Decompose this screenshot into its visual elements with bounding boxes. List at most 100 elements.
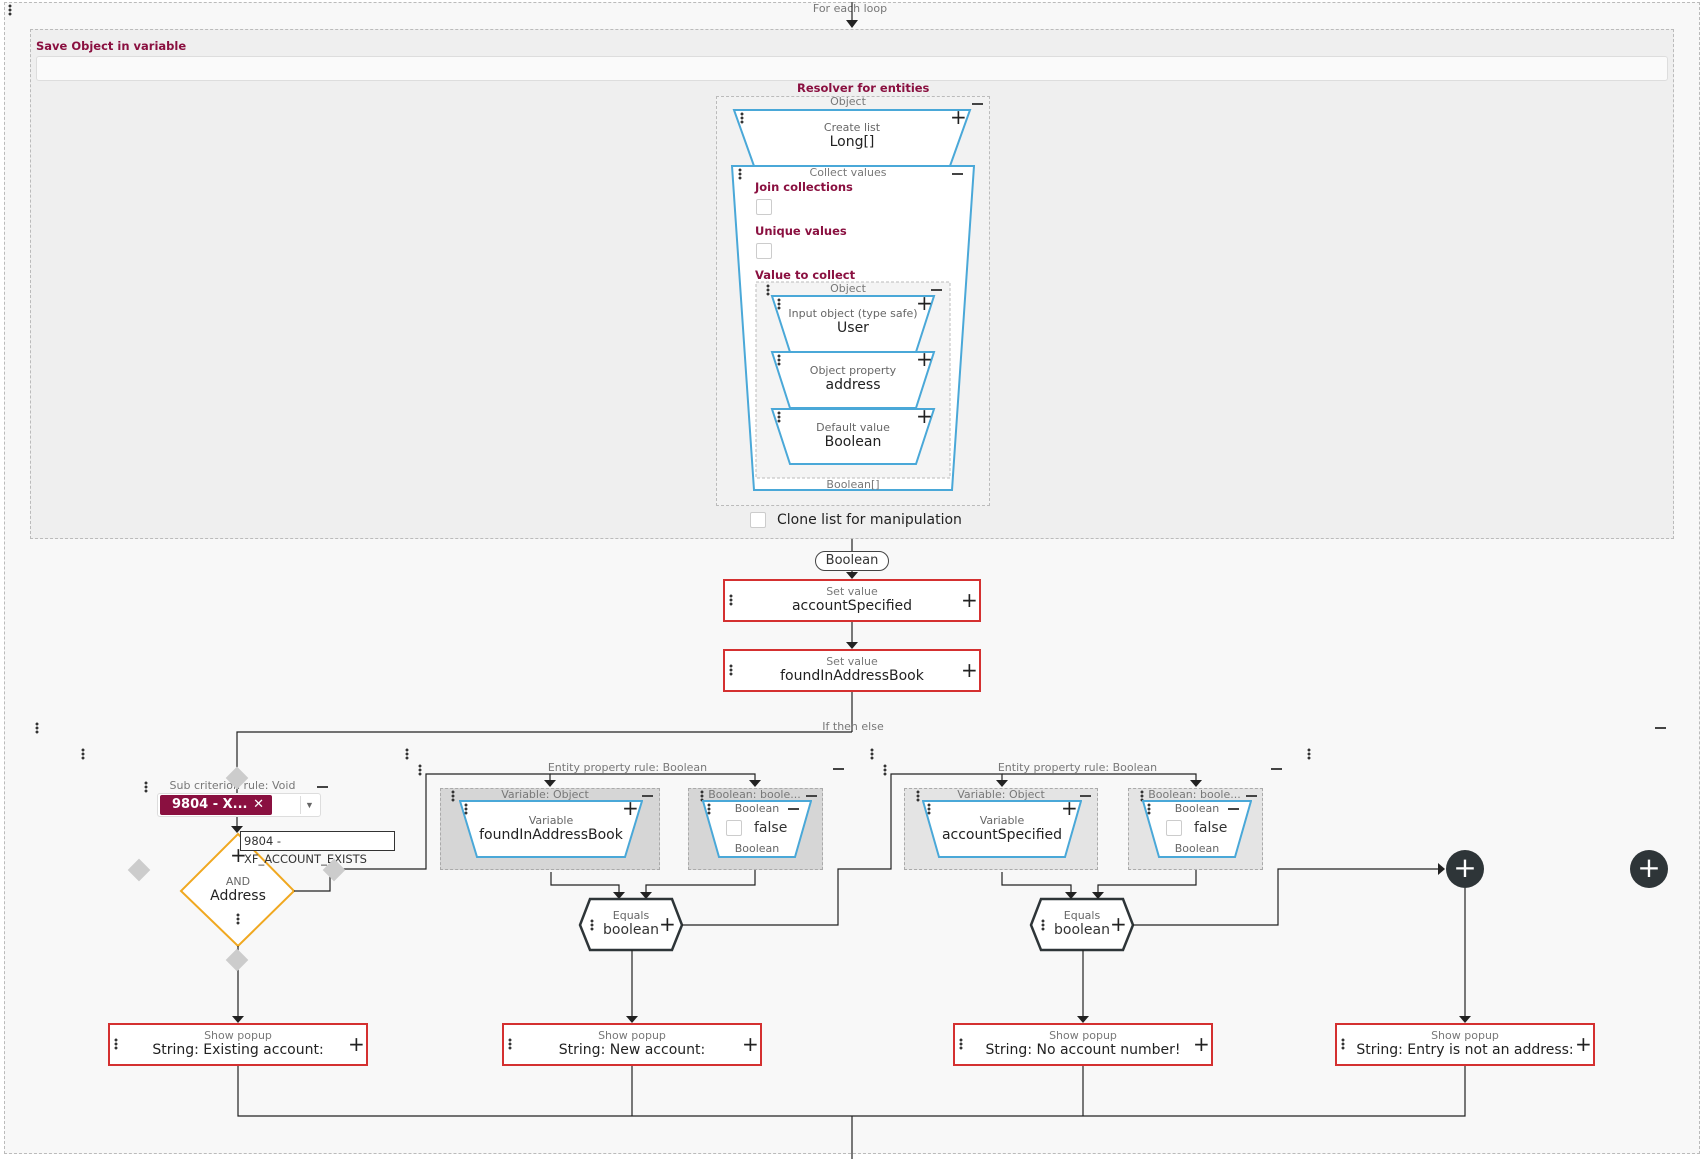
- epr1-boolean-collapse-icon[interactable]: [806, 795, 817, 797]
- show-popup-new-account[interactable]: + Show popup String: New account:: [502, 1023, 762, 1066]
- save-object-input[interactable]: [36, 56, 1668, 81]
- epr2-variable-shape: [922, 800, 1082, 858]
- epr2-variable-caption: Variable: Object: [957, 788, 1045, 801]
- default-value-type: Boolean: [824, 434, 882, 450]
- create-list-add-icon[interactable]: +: [950, 105, 967, 129]
- epr1-boolean-node[interactable]: Boolean false Boolean: [702, 800, 812, 858]
- if-then-else-collapse-icon[interactable]: [1655, 727, 1666, 729]
- collect-values-menu-icon[interactable]: [738, 168, 742, 180]
- epr2-variable-node-menu-icon[interactable]: [927, 803, 931, 815]
- inner-object-collapse-icon[interactable]: [931, 289, 942, 291]
- popup-4-menu-icon[interactable]: [1341, 1038, 1345, 1050]
- set-value-found-in-address-book[interactable]: + Set value foundInAddressBook: [723, 649, 981, 692]
- epr1-variable-node[interactable]: + Variable foundInAddressBook: [459, 796, 643, 858]
- popup-4-add-icon[interactable]: +: [1575, 1032, 1592, 1056]
- sub-criterion-collapse-icon[interactable]: [317, 786, 328, 788]
- clone-list-checkbox[interactable]: [750, 512, 766, 528]
- epr1-variable-node-menu-icon[interactable]: [464, 803, 468, 815]
- epr2-variable-add-icon[interactable]: +: [1061, 796, 1078, 820]
- object-property-node[interactable]: + Object property address: [772, 347, 934, 408]
- object-property-menu-icon[interactable]: [777, 354, 781, 366]
- epr2-boolean-type: Boolean: [1174, 842, 1220, 855]
- collect-values-collapse-icon[interactable]: [952, 173, 963, 175]
- show-popup-existing-account[interactable]: + Show popup String: Existing account:: [108, 1023, 368, 1066]
- epr2-variable-collapse-icon[interactable]: [1080, 795, 1091, 797]
- object-property-add-icon[interactable]: +: [916, 347, 933, 371]
- save-object-label: Save Object in variable: [36, 39, 187, 53]
- popup-1-add-icon[interactable]: +: [348, 1032, 365, 1056]
- create-list-node[interactable]: + Create list Long[]: [734, 105, 970, 166]
- epr1-boolean-menu-icon[interactable]: [700, 790, 704, 802]
- equals-1-add-icon[interactable]: +: [659, 912, 676, 936]
- epr2-boolean-checkbox[interactable]: [1166, 820, 1182, 836]
- set-value-account-specified[interactable]: + Set value accountSpecified: [723, 579, 981, 622]
- popup-4-text: String: Entry is not an address:: [1356, 1042, 1574, 1058]
- epr1-boolean-title: Boolean: [734, 802, 780, 815]
- default-value-node[interactable]: + Default value Boolean: [772, 404, 934, 465]
- sub-criterion-menu-icon[interactable]: [144, 781, 148, 793]
- popup-2-menu-icon[interactable]: [508, 1038, 512, 1050]
- epr1-boolean-node-menu-icon[interactable]: [707, 803, 711, 815]
- epr1-variable-menu-icon[interactable]: [451, 790, 455, 802]
- add-condition-button[interactable]: +: [1446, 850, 1484, 888]
- and-node-label[interactable]: Address: [210, 888, 266, 904]
- default-value-menu-icon[interactable]: [777, 411, 781, 423]
- set-value-menu-icon[interactable]: [729, 594, 733, 606]
- branch-2-menu-icon[interactable]: [405, 748, 409, 760]
- epr2-collapse-icon[interactable]: [1271, 768, 1282, 770]
- popup-1-menu-icon[interactable]: [114, 1038, 118, 1050]
- epr2-variable-menu-icon[interactable]: [916, 790, 920, 802]
- resolver-collapse-icon[interactable]: [972, 103, 983, 105]
- show-popup-not-an-address[interactable]: + Show popup String: Entry is not an add…: [1335, 1023, 1595, 1066]
- equals-1-menu-icon[interactable]: [590, 919, 594, 931]
- epr2-variable-node[interactable]: + Variable accountSpecified: [922, 796, 1082, 858]
- epr2-boolean-node-collapse-icon[interactable]: [1228, 808, 1239, 810]
- add-branch-button[interactable]: +: [1630, 850, 1668, 888]
- chip-remove-icon[interactable]: ✕: [253, 797, 264, 812]
- show-popup-no-account-number[interactable]: + Show popup String: No account number!: [953, 1023, 1213, 1066]
- epr2-boolean-menu-icon[interactable]: [1140, 790, 1144, 802]
- popup-3-menu-icon[interactable]: [959, 1038, 963, 1050]
- for-each-loop-title: For each loop: [812, 2, 888, 15]
- epr2-boolean-node[interactable]: Boolean false Boolean: [1142, 800, 1252, 858]
- equals-2-menu-icon[interactable]: [1041, 919, 1045, 931]
- input-object-add-icon[interactable]: +: [916, 291, 933, 315]
- epr1-variable-add-icon[interactable]: +: [622, 796, 639, 820]
- epr1-variable-collapse-icon[interactable]: [642, 795, 653, 797]
- branch-4-menu-icon[interactable]: [1307, 748, 1311, 760]
- set-value-add-icon[interactable]: +: [961, 658, 978, 682]
- create-list-menu-icon[interactable]: [740, 112, 744, 124]
- popup-2-text: String: New account:: [558, 1042, 706, 1058]
- epr2-menu-icon[interactable]: [883, 764, 887, 776]
- input-object-title: Input object (type safe): [788, 307, 918, 320]
- rule-chip[interactable]: 9804 - X... ✕: [160, 795, 272, 815]
- equals-node-1[interactable]: + Equals boolean: [580, 899, 682, 950]
- rule-dropdown-chevron-icon[interactable]: ▼: [300, 796, 318, 814]
- unique-values-checkbox[interactable]: [756, 243, 772, 259]
- set-value-menu-icon[interactable]: [729, 664, 733, 676]
- equals-1-type: boolean: [603, 922, 659, 938]
- and-menu-icon[interactable]: [236, 913, 240, 925]
- inner-object-menu-icon[interactable]: [766, 284, 770, 296]
- equals-node-2[interactable]: + Equals boolean: [1031, 899, 1133, 950]
- branch-3-menu-icon[interactable]: [870, 748, 874, 760]
- branch-1-menu-icon[interactable]: [81, 748, 85, 760]
- set-value-add-icon[interactable]: +: [961, 588, 978, 612]
- popup-2-add-icon[interactable]: +: [742, 1032, 759, 1056]
- epr1-collapse-icon[interactable]: [833, 768, 844, 770]
- epr2-boolean-node-menu-icon[interactable]: [1147, 803, 1151, 815]
- epr1-boolean-checkbox[interactable]: [726, 820, 742, 836]
- and-add-icon[interactable]: +: [230, 843, 247, 867]
- join-collections-checkbox[interactable]: [756, 199, 772, 215]
- input-object-node[interactable]: + Input object (type safe) User: [772, 291, 934, 352]
- input-object-menu-icon[interactable]: [777, 298, 781, 310]
- epr1-boolean-node-collapse-icon[interactable]: [788, 808, 799, 810]
- for-each-menu-icon[interactable]: [8, 4, 12, 16]
- popup-3-add-icon[interactable]: +: [1193, 1032, 1210, 1056]
- object-property-title: Object property: [809, 364, 897, 377]
- default-value-add-icon[interactable]: +: [916, 404, 933, 428]
- if-then-else-menu-icon[interactable]: [35, 722, 39, 734]
- epr2-boolean-collapse-icon[interactable]: [1246, 795, 1257, 797]
- equals-2-add-icon[interactable]: +: [1110, 912, 1127, 936]
- epr1-menu-icon[interactable]: [418, 764, 422, 776]
